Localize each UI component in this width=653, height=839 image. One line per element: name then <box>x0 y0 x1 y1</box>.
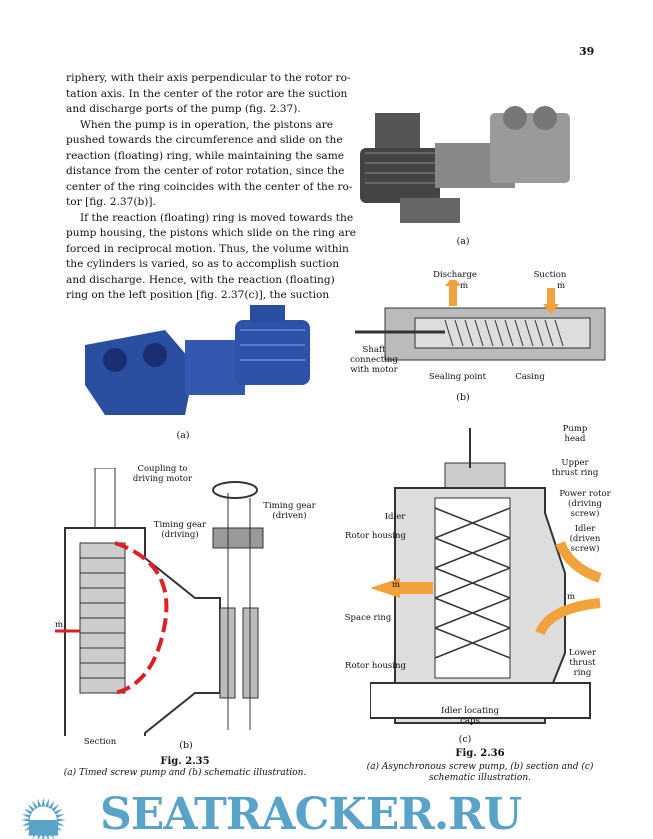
text-line: tor [fig. 2.37(b)]. <box>66 196 156 208</box>
fig235-b-label: (b) <box>179 740 193 751</box>
fig235-a-label: (a) <box>176 430 190 441</box>
mass-flow-symbol: ṁ <box>556 281 566 291</box>
body-text: riphery, with their axis perpendicular t… <box>66 71 356 304</box>
text-line: distance from the center of rotor rotati… <box>66 165 345 177</box>
watermark: SEATRACKER.RU <box>100 789 522 839</box>
rotor-housing-label: Rotor housing <box>345 661 406 671</box>
mass-flow-symbol: ṁ <box>566 592 576 602</box>
upper-thrust-ring-label: Upper thrust ring <box>551 458 599 478</box>
rotor-housing-label: Rotor housing <box>345 531 406 541</box>
idler-label: Idler <box>384 512 406 522</box>
text-line: tation axis. In the center of the rotor … <box>66 87 348 100</box>
text-line: and discharge ports of the pump (fig. 2.… <box>66 103 301 115</box>
power-rotor-label: Power rotor (driving screw) <box>559 489 611 519</box>
fig236-title: Fig. 2.36 <box>455 748 505 759</box>
sun-logo-icon <box>20 797 66 839</box>
page-number: 39 <box>579 45 595 58</box>
suction-label: Suction <box>533 270 567 280</box>
screw-pump-schematic <box>370 428 602 724</box>
fig236-caption: Fig. 2.36 (a) Asynchronous screw pump, (… <box>360 748 600 784</box>
fig236-a-label: (a) <box>456 236 470 247</box>
casing-label: Casing <box>515 372 545 382</box>
text-line: and discharge. Hence, with the reaction … <box>66 273 335 286</box>
space-ring-label: Space ring <box>344 613 392 623</box>
timing-gear-driving-label: Timing gear (driving) <box>153 520 207 540</box>
mass-flow-symbol: ṁ <box>459 281 469 291</box>
fig235-title: Fig. 2.35 <box>160 756 210 767</box>
text-line: When the pump is in operation, the pisto… <box>80 118 334 131</box>
text-line: reaction (floating) ring, while maintain… <box>66 149 345 162</box>
fig236-b-label: (b) <box>456 392 470 403</box>
text-line: pushed towards the circumference and sli… <box>66 134 343 146</box>
text-line: ring on the left position [fig. 2.37(c)]… <box>66 289 330 301</box>
shaft-label: Shaft connecting with motor <box>350 345 398 375</box>
idler-driven-label: Idler (driven screw) <box>569 524 601 554</box>
coupling-label: Coupling to driving motor <box>132 464 193 484</box>
mass-flow-symbol: ṁ <box>54 620 64 630</box>
screw-pump-section-drawing <box>355 280 606 361</box>
fig235-caption-text: (a) Timed screw pump and (b) schematic i… <box>63 768 307 778</box>
text-line: center of the ring coincides with the ce… <box>66 180 353 193</box>
idler-locating-caps-label: Idler locating caps <box>440 706 500 726</box>
discharge-label: Discharge <box>433 270 477 280</box>
fig236-c-label: (c) <box>458 734 472 745</box>
text-line: If the reaction (floating) ring is moved… <box>80 211 354 224</box>
fig236-caption-text: (a) Asynchronous screw pump, (b) section… <box>366 762 594 783</box>
text-line: forced in reciprocal motion. Thus, the v… <box>66 242 349 255</box>
pump-head-label: Pump head <box>562 424 588 444</box>
mass-flow-symbol: ṁ <box>391 580 401 590</box>
fig235-caption: Fig. 2.35 (a) Timed screw pump and (b) s… <box>35 756 335 779</box>
text-line: pump housing, the pistons which slide on… <box>66 227 356 239</box>
section-label: Section <box>83 737 117 747</box>
timed-screw-pump-photo <box>85 305 310 415</box>
timing-gear-driven-label: Timing gear (driven) <box>263 501 316 521</box>
sealing-point-label: Sealing point <box>428 372 487 382</box>
text-line: the cylinders is varied, so as to accomp… <box>66 258 340 270</box>
text-line: riphery, with their axis perpendicular t… <box>66 72 351 84</box>
lower-thrust-ring-label: Lower thrust ring <box>568 648 597 678</box>
asynchronous-screw-pump-photo <box>360 106 570 223</box>
timed-screw-pump-schematic <box>55 468 264 736</box>
